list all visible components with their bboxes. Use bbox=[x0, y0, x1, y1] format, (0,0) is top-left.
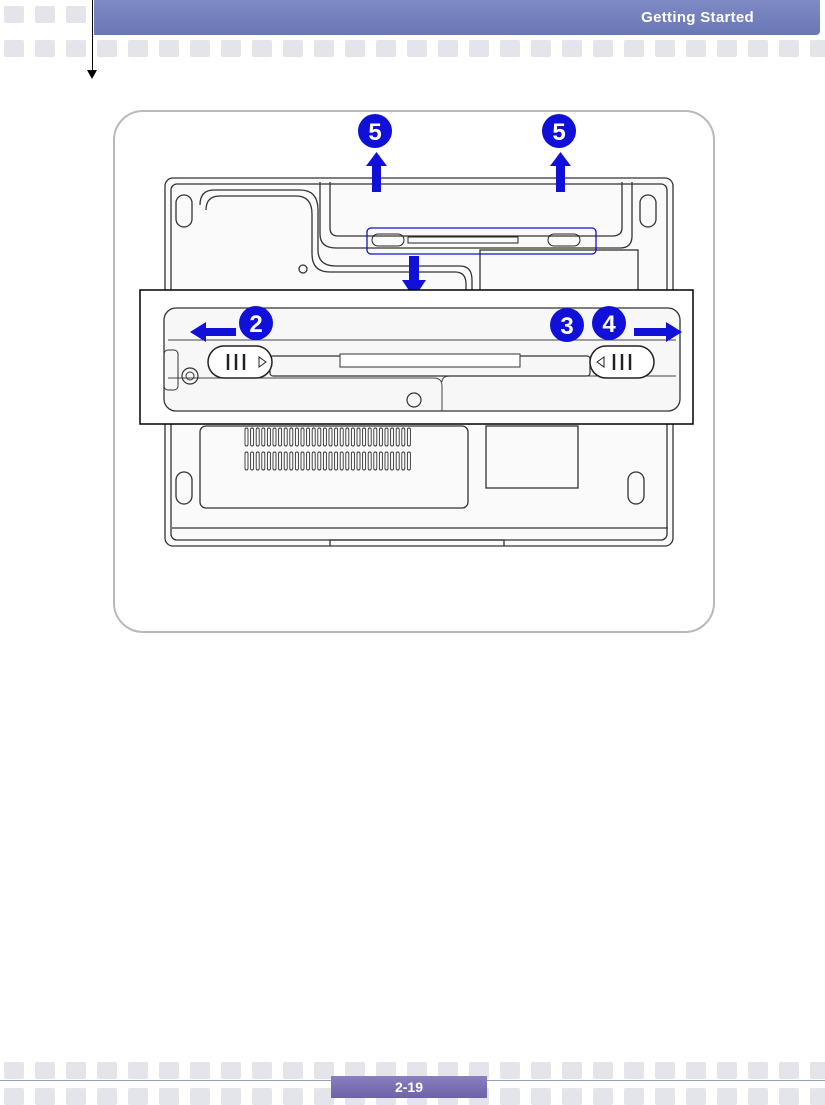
decor-tile bbox=[252, 1062, 272, 1079]
decor-tile bbox=[686, 1062, 706, 1079]
decor-tile bbox=[531, 1088, 551, 1105]
decor-tile bbox=[190, 1062, 210, 1079]
decor-tile bbox=[562, 1062, 582, 1079]
decor-tile bbox=[810, 1088, 825, 1105]
decor-tile bbox=[748, 1062, 768, 1079]
decor-tile bbox=[531, 1062, 551, 1079]
svg-text:5: 5 bbox=[552, 119, 565, 146]
decor-tile bbox=[221, 1088, 241, 1105]
decor-tile bbox=[35, 1088, 55, 1105]
decor-tile bbox=[252, 1088, 272, 1105]
decor-tile bbox=[500, 1088, 520, 1105]
decor-tile bbox=[97, 1062, 117, 1079]
decor-tile bbox=[128, 1088, 148, 1105]
svg-text:3: 3 bbox=[560, 313, 573, 340]
decor-tile bbox=[717, 1062, 737, 1079]
decor-tile bbox=[624, 1088, 644, 1105]
svg-text:2: 2 bbox=[249, 311, 262, 338]
decor-tile bbox=[221, 1062, 241, 1079]
decor-tile bbox=[283, 1062, 303, 1079]
decor-tile bbox=[66, 1062, 86, 1079]
decor-tile bbox=[35, 1062, 55, 1079]
battery-removal-illustration: 5 5 bbox=[0, 0, 825, 700]
decor-tile bbox=[159, 1088, 179, 1105]
decor-tile bbox=[655, 1088, 675, 1105]
decor-tile bbox=[283, 1088, 303, 1105]
decor-tile bbox=[717, 1088, 737, 1105]
decor-tile bbox=[66, 1088, 86, 1105]
decor-tile bbox=[810, 1062, 825, 1079]
callout-5-left: 5 bbox=[358, 114, 392, 148]
decor-tile bbox=[655, 1062, 675, 1079]
callout-2: 2 bbox=[239, 306, 273, 340]
decor-tile bbox=[748, 1088, 768, 1105]
decor-tile bbox=[97, 1088, 117, 1105]
decor-tile bbox=[562, 1088, 582, 1105]
page-number: 2-19 bbox=[331, 1076, 487, 1098]
callout-5-right: 5 bbox=[542, 114, 576, 148]
svg-text:4: 4 bbox=[602, 311, 616, 338]
decor-tile bbox=[686, 1088, 706, 1105]
decor-tile bbox=[593, 1088, 613, 1105]
decor-tile bbox=[593, 1062, 613, 1079]
decor-tile bbox=[190, 1088, 210, 1105]
decor-tile bbox=[500, 1062, 520, 1079]
decor-tile bbox=[128, 1062, 148, 1079]
decor-tile bbox=[779, 1062, 799, 1079]
decor-tile bbox=[779, 1088, 799, 1105]
callout-4: 4 bbox=[592, 306, 626, 340]
callout-3: 3 bbox=[550, 308, 584, 342]
svg-text:5: 5 bbox=[368, 119, 381, 146]
decor-tile bbox=[159, 1062, 179, 1079]
decor-tile bbox=[4, 1088, 24, 1105]
decor-tile bbox=[4, 1062, 24, 1079]
decor-tile bbox=[624, 1062, 644, 1079]
